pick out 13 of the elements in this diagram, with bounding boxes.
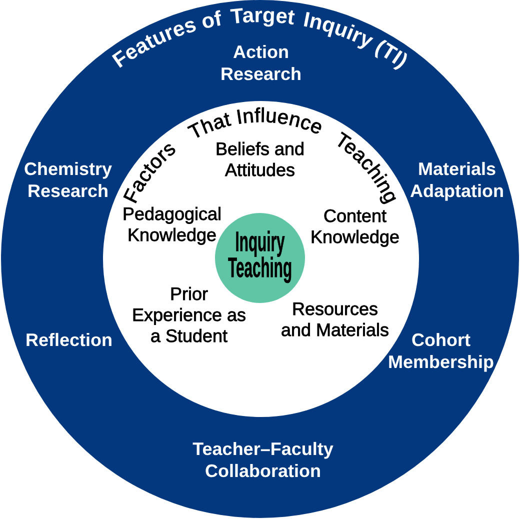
feature-label: Cohort Membership: [388, 330, 496, 373]
feature-label: Teacher–Faculty Collaboration: [192, 438, 334, 482]
center-label: Inquiry Teaching: [226, 229, 294, 281]
factor-label: Prior Experience as a Student: [130, 284, 248, 347]
feature-label: Action Research: [219, 41, 303, 85]
feature-label: Chemistry Research: [22, 158, 114, 202]
factor-label: Pedagogical Knowledge: [121, 204, 223, 246]
factor-label: Beliefs and Attitudes: [214, 139, 306, 181]
factor-label: Resources and Materials: [280, 299, 390, 341]
feature-label: Materials Adaptation: [409, 158, 505, 202]
feature-label: Reflection: [24, 329, 114, 351]
factor-label: Content Knowledge: [309, 206, 401, 248]
ring-title: Target: [230, 4, 296, 30]
